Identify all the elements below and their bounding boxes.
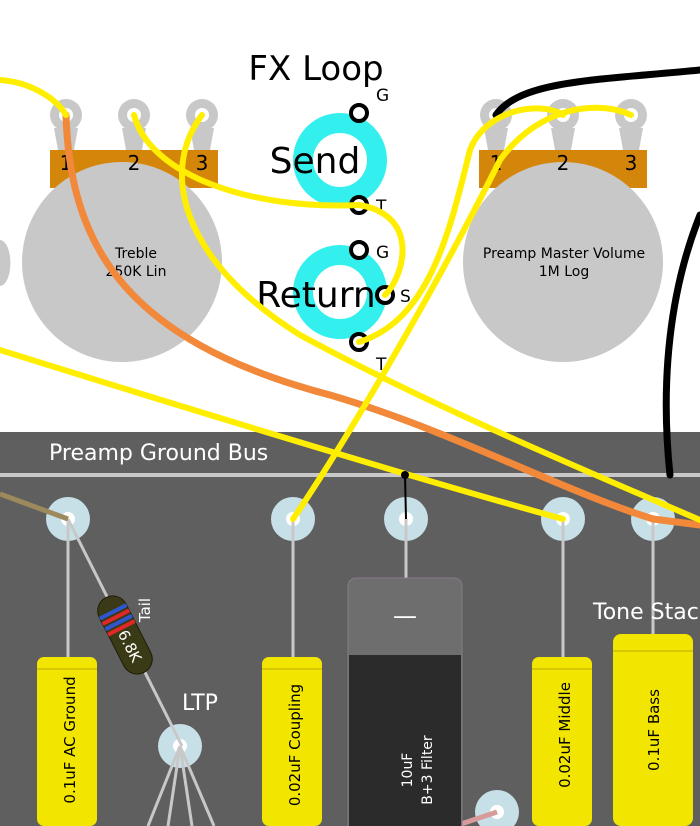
cap-ac-ground: 0.1uF AC Ground [37, 657, 97, 826]
treble-pin-3: 3 [196, 151, 209, 175]
treble-pot-name: Treble [114, 246, 157, 262]
wire-orange-treble-bass [62, 111, 657, 523]
master-pot-body [463, 162, 663, 362]
wire-black-master-1 [492, 66, 700, 119]
wire-yellow-left-middle [0, 347, 566, 522]
master-pin-3: 3 [625, 151, 638, 175]
tone-stack-label: Tone Stac [592, 600, 699, 625]
treble-pot: 1 2 3 Treble 250K Lin [22, 99, 222, 362]
fx-loop-title: FX Loop [248, 49, 383, 89]
wire-yellow-in-treble-1 [0, 77, 69, 118]
cap-filter-value: 10uF [400, 753, 416, 788]
send-pin-g: G [376, 86, 389, 106]
wire-orange-exit [649, 515, 700, 529]
ltp-label: LTP [182, 691, 218, 716]
return-label: Return [256, 275, 375, 316]
cap-coupling-label: 0.02uF Coupling [286, 684, 304, 806]
wire-yellow-send-switch [356, 202, 406, 298]
adjacent-pot-edge [0, 240, 11, 286]
cap-middle-label: 0.02uF Middle [556, 682, 574, 788]
master-pot-name: Preamp Master Volume [483, 246, 645, 262]
wire-yellow-treble-send [131, 112, 362, 209]
filter-ground-link [404, 474, 407, 520]
ground-bus-label: Preamp Ground Bus [49, 441, 268, 466]
master-volume-pot: 1 2 3 Preamp Master Volume 1M Log [463, 99, 663, 362]
ac-ground-wire [0, 491, 69, 522]
send-ground-lug[interactable] [349, 103, 369, 123]
wire-black-right [662, 211, 700, 479]
cap-bass-label: 0.1uF Bass [645, 689, 663, 771]
master-pin-2: 2 [557, 151, 570, 175]
return-pin-g: G [376, 243, 389, 263]
wiring [0, 66, 700, 529]
cap-middle: 0.02uF Middle [532, 657, 592, 826]
wire-yellow-treble-3 [179, 112, 700, 523]
send-label: Send [270, 141, 361, 182]
send-jack: Send G T [270, 86, 390, 217]
cap-bass: 0.1uF Bass [613, 634, 693, 826]
resistor-name: Tail [136, 598, 154, 623]
treble-pot-body [22, 162, 222, 362]
send-jack-ring [293, 113, 387, 207]
cap-ac-ground-label: 0.1uF AC Ground [61, 676, 79, 803]
cap-coupling: 0.02uF Coupling [262, 657, 322, 826]
return-ground-lug[interactable] [349, 240, 369, 260]
wire-yellow-return-master [356, 105, 566, 345]
treble-pin-2: 2 [128, 151, 141, 175]
return-pin-s: S [400, 287, 411, 307]
master-pot-value: 1M Log [539, 264, 589, 280]
cap-filter-mark: — [393, 602, 417, 630]
cap-filter: — 10uF B+3 Filter [347, 577, 463, 826]
cap-filter-name: B+3 Filter [420, 735, 436, 805]
tail-resistor: 6.8K [97, 595, 153, 675]
